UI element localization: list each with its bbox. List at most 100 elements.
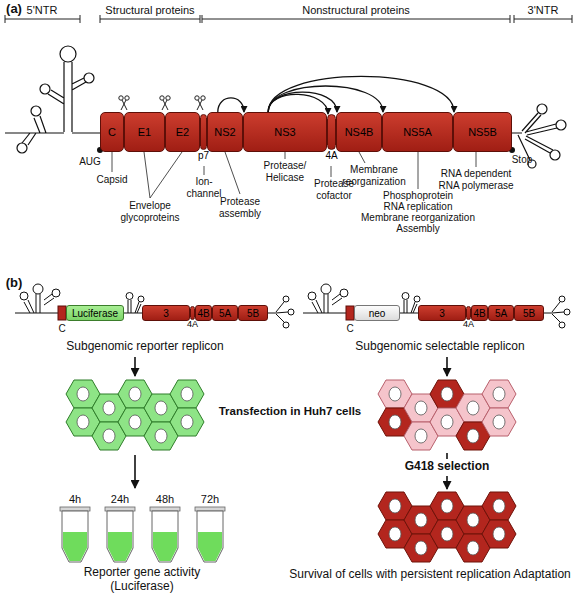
- text-label: C: [55, 323, 69, 335]
- text-label: 5'NTR: [12, 4, 72, 17]
- segment-label: 4A: [325, 150, 337, 161]
- segment-label: neo: [369, 308, 386, 319]
- utr3-structure: [268, 296, 294, 328]
- cell: [170, 380, 204, 408]
- text-label: C: [343, 323, 357, 335]
- leader-line: [112, 152, 113, 172]
- text-label: Assembly: [353, 223, 483, 235]
- cell: [482, 380, 516, 408]
- segment-label: 3: [163, 308, 169, 319]
- segment-label: 4A: [463, 320, 474, 330]
- protein-segment: C: [100, 112, 124, 152]
- segment-label: p7: [198, 150, 209, 161]
- red-cells: [378, 492, 516, 562]
- text-label: Envelope glycoproteins: [114, 200, 186, 223]
- text-label: Transfection in Huh7 cells: [204, 405, 376, 418]
- cleavage-arrow: [268, 76, 454, 112]
- rna-loop: [556, 120, 566, 130]
- scissors-symbol: [119, 96, 129, 110]
- protein-segment: E1: [124, 112, 165, 152]
- text-label: 48h: [148, 493, 182, 506]
- text-label: Membrane reorganization: [353, 212, 483, 224]
- flow-arrows: [135, 357, 447, 489]
- text-label: AUG: [75, 156, 105, 168]
- text-label: Ion- channel: [183, 176, 225, 199]
- leader-line: [285, 152, 286, 159]
- segment-label: NS4B: [345, 126, 374, 138]
- bracket: [514, 15, 572, 23]
- leader-line: [225, 152, 240, 194]
- cell: [170, 408, 204, 436]
- text-label: 4h: [58, 493, 92, 506]
- segment-label: C: [108, 126, 116, 138]
- leader-line: [331, 166, 332, 177]
- sample-tubes: [60, 507, 225, 562]
- text-label: Structural proteins: [95, 4, 205, 17]
- segment-label: 5B: [247, 308, 259, 319]
- text-label: RNA dependent RNA polymerase: [436, 168, 516, 191]
- text-label: Reporter gene activity (Luciferase): [57, 566, 227, 594]
- leader-line: [359, 152, 365, 163]
- sample-tube: [60, 507, 90, 562]
- text-label: Nonstructural proteins: [286, 4, 426, 17]
- text-label: Stop: [507, 154, 537, 166]
- text-label: 72h: [193, 493, 227, 506]
- reporter-box: neo: [354, 305, 400, 321]
- cleavage-arrow: [268, 86, 383, 112]
- cleavage-arrow: [268, 94, 328, 114]
- protein-segment: 5B: [238, 305, 268, 321]
- flow-arrow: [134, 357, 136, 376]
- scissors-symbol: [195, 96, 205, 110]
- text-label: Capsid: [90, 174, 134, 186]
- segment-label: 4A: [187, 320, 198, 330]
- flow-arrow: [134, 455, 136, 488]
- segment-label: 4B: [197, 308, 209, 319]
- rna-loop: [17, 143, 27, 153]
- segment-label: E1: [138, 126, 151, 138]
- segment-label: NS3: [274, 126, 295, 138]
- bracket: [202, 15, 510, 23]
- text-label: 3'NTR: [513, 4, 573, 17]
- reporter-box: Luciferase: [66, 305, 124, 321]
- rna-loop: [84, 73, 94, 83]
- cell: [482, 408, 516, 436]
- segment-label: Luciferase: [72, 308, 118, 319]
- protein-segment: 5A: [488, 305, 514, 321]
- segment-label: NS5A: [403, 126, 432, 138]
- cleavage-segment: p7: [200, 114, 207, 150]
- segment-label: NS2: [214, 126, 235, 138]
- text-label: (a): [1, 2, 27, 17]
- protein-segment: 5A: [212, 305, 238, 321]
- cell: [482, 492, 516, 520]
- cleavage-segment: 4A: [327, 114, 336, 150]
- segment-label: 5B: [523, 308, 535, 319]
- scissors-symbol: [160, 96, 170, 110]
- protein-segment: NS5B: [453, 112, 512, 152]
- segment-label: 5A: [495, 308, 507, 319]
- flow-arrow: [446, 453, 448, 459]
- text-label: (b): [1, 276, 27, 291]
- flow-arrow: [446, 357, 448, 376]
- text-label: 24h: [103, 493, 137, 506]
- segment-label: 5A: [219, 308, 231, 319]
- sample-tube: [150, 507, 180, 562]
- region-brackets: [5, 15, 572, 23]
- protein-segment: 3: [418, 305, 466, 321]
- text-label: Membrane reorganization: [338, 164, 410, 187]
- green-cells: [66, 380, 204, 450]
- text-label: Subgenomic reporter replicon: [45, 340, 245, 354]
- utr5-structure: [15, 284, 66, 320]
- protein-segment: NS3: [243, 112, 327, 152]
- protein-segment: 4B: [195, 305, 212, 321]
- text-label: G418 selection: [387, 460, 507, 474]
- protein-segment: 4B: [471, 305, 488, 321]
- ires-structure: [124, 293, 144, 314]
- cell: [482, 520, 516, 548]
- leader-line: [144, 152, 182, 198]
- utr3-structure: [544, 296, 570, 328]
- segment-label: E2: [176, 126, 189, 138]
- text-label: Protease assembly: [215, 196, 265, 219]
